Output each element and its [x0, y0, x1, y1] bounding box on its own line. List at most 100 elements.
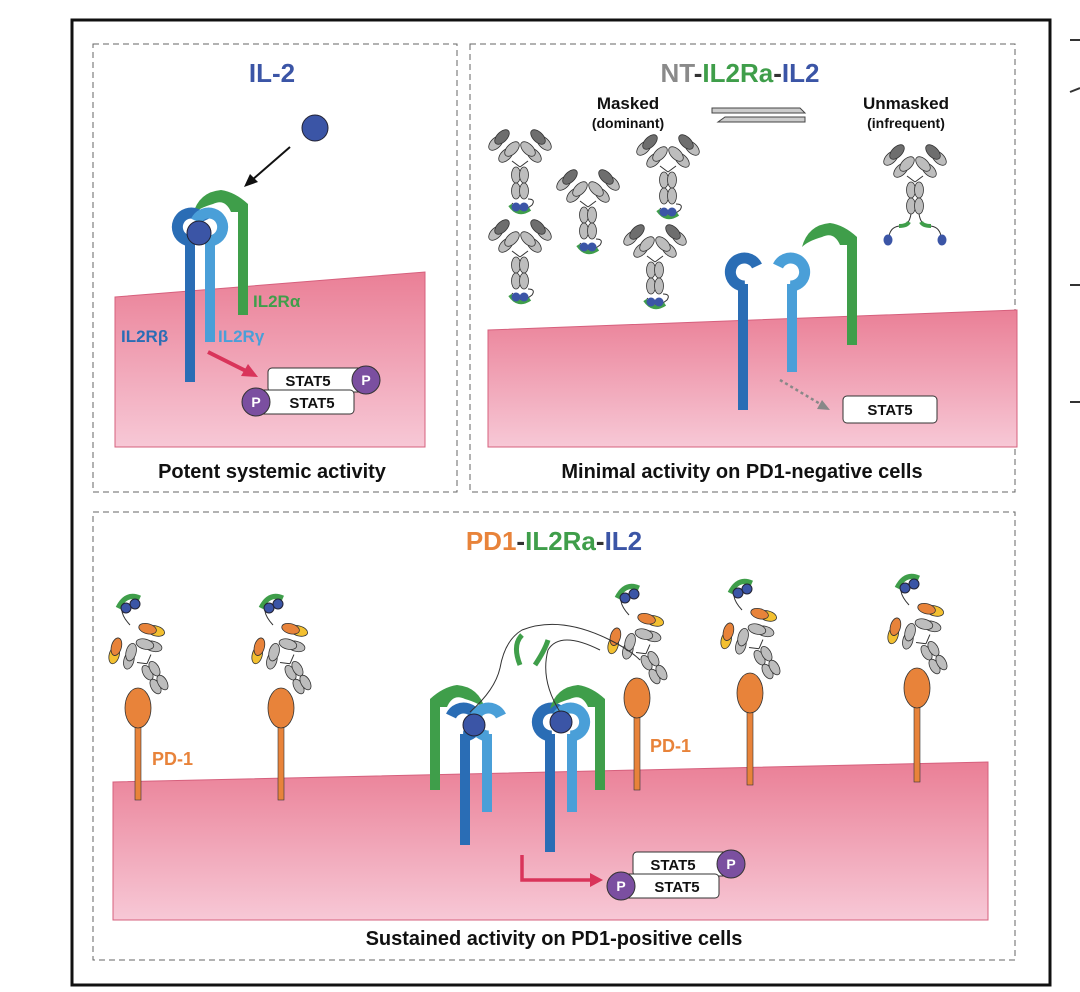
panel-il2-caption: Potent systemic activity	[158, 461, 387, 483]
il2ra-mask	[614, 583, 640, 600]
il2ra-mask	[727, 578, 753, 595]
pd1-antibody-complex	[720, 578, 781, 786]
signal-arrow	[207, 350, 258, 377]
bound-il2-molecule	[549, 710, 573, 734]
label-il2rb: IL2Rβ	[121, 327, 168, 346]
stat5-label: STAT5	[285, 373, 330, 390]
il2ra-receptor	[802, 223, 857, 345]
il2-dot	[579, 242, 589, 252]
pd1-antibody-complex	[251, 593, 312, 801]
il2-dot	[272, 598, 284, 610]
panel-il2-box	[92, 43, 458, 493]
il2-dot	[263, 602, 275, 614]
il2-dot	[937, 234, 947, 246]
stat5-label: STAT5	[650, 857, 695, 874]
unmasked-antibody	[883, 144, 947, 246]
phosphate-icon	[351, 365, 381, 395]
pd1-stem	[746, 704, 754, 786]
pd1-antibody-complex	[108, 593, 169, 801]
phosphate-icon	[606, 871, 636, 901]
pd1-antibody-complex	[607, 583, 668, 791]
stat5-label: STAT5	[867, 402, 912, 419]
pd1-antibody-complex	[887, 573, 948, 783]
il2ra-receptor	[430, 685, 485, 790]
il2rg-receptor	[191, 207, 229, 342]
pd1-bound-antibodies	[108, 573, 948, 801]
pd1-stem	[913, 699, 921, 783]
label-pd1-right: PD-1	[650, 736, 691, 756]
masked-antibody	[488, 219, 552, 305]
il2rg-receptor	[773, 252, 811, 372]
bound-il2-molecule	[186, 220, 212, 246]
label-masked-sub: (dominant)	[592, 115, 664, 131]
panel-nt-title: NT-IL2Ra-IL2	[661, 58, 820, 88]
il2-dot	[667, 207, 677, 217]
il2-dot	[129, 598, 141, 610]
il2ra-mask	[115, 593, 141, 610]
pd1-receptor	[623, 677, 651, 719]
panel-pd1-caption: Sustained activity on PD1-positive cells	[366, 928, 743, 950]
phosphate-label: P	[251, 394, 260, 410]
il2-receptor-complex	[171, 190, 248, 382]
il2-receptor-engagement	[430, 623, 641, 852]
panel-nt-caption: Minimal activity on PD1-negative cells	[561, 461, 922, 483]
phosphate-label: P	[616, 878, 625, 894]
il2-receptors-unbound	[724, 223, 857, 410]
il2-dot	[511, 202, 521, 212]
signal-arrow	[520, 855, 603, 887]
phosphate-label: P	[361, 372, 370, 388]
pd1-receptor	[736, 672, 764, 714]
il2-dot	[883, 234, 893, 246]
binding-arrow	[244, 146, 291, 187]
label-masked: Masked	[597, 94, 659, 113]
phosphate-icon	[716, 849, 746, 879]
linker	[469, 623, 641, 713]
pd1-stem	[134, 719, 142, 801]
panel-pd1-title: PD1-IL2Ra-IL2	[466, 526, 642, 556]
il2-dot	[908, 578, 920, 590]
figure-frame	[70, 18, 1052, 987]
il2-dot	[619, 592, 631, 604]
panel-pd1-box	[92, 511, 1016, 961]
pd1-receptor	[124, 687, 152, 729]
stat5-box	[842, 395, 938, 424]
il2ra-receptor	[550, 685, 605, 790]
pd1-stem	[277, 719, 285, 801]
anti-pd1-antibody	[887, 602, 948, 675]
masked-antibodies	[488, 129, 700, 310]
il2ra-receptor	[193, 190, 248, 315]
il2-dot	[646, 297, 656, 307]
il2-dot	[732, 587, 744, 599]
label-unmasked: Unmasked	[863, 94, 949, 113]
il2-dot	[120, 602, 132, 614]
il2-dot	[899, 582, 911, 594]
il2-dot	[519, 292, 529, 302]
il2-dot	[654, 297, 664, 307]
unmasked-antibody	[883, 144, 947, 246]
phosphate-icon	[241, 387, 271, 417]
il2rg-receptor	[553, 702, 591, 812]
pd1-receptor	[903, 667, 931, 709]
masked-antibody	[623, 224, 687, 310]
anti-pd1-antibody	[251, 622, 312, 695]
label-il2rg: IL2Rγ	[218, 327, 265, 346]
bound-il2-molecule	[462, 713, 486, 737]
il2ra-mask	[258, 593, 284, 610]
il2ra-mask	[894, 573, 920, 590]
free-il2-molecule	[301, 114, 329, 142]
il2-dot	[741, 583, 753, 595]
weak-signal-arrow	[779, 378, 830, 410]
masked-antibody	[556, 169, 620, 255]
equilibrium-arrows	[711, 107, 807, 123]
il2-dot	[587, 242, 597, 252]
stat5-label: STAT5	[654, 879, 699, 896]
phosphate-label: P	[726, 856, 735, 872]
stat5-label: STAT5	[289, 395, 334, 412]
cell-membrane-nt	[487, 309, 1018, 448]
masked-antibody	[636, 134, 700, 220]
